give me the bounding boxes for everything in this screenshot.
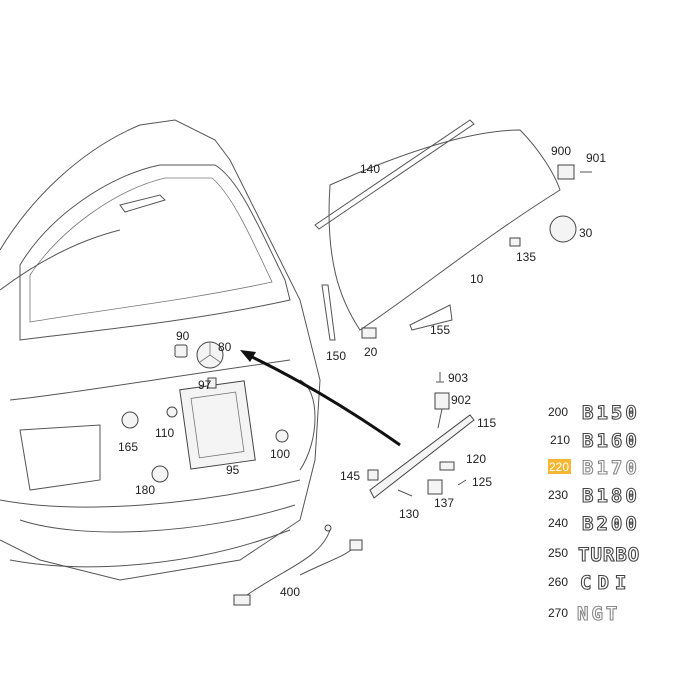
- callout-165: 165: [118, 440, 138, 454]
- callout-95: 95: [226, 463, 240, 477]
- callout-903: 903: [448, 371, 468, 385]
- callout-400: 400: [280, 585, 300, 599]
- callout-115: 115: [477, 416, 496, 430]
- callout-10: 10: [470, 272, 484, 286]
- callout-902: 902: [451, 393, 471, 407]
- callout-97: 97: [198, 378, 212, 392]
- callout-100: 100: [270, 447, 290, 461]
- callout-125: 125: [472, 475, 492, 489]
- callout-80: 80: [218, 340, 232, 354]
- callout-900: 900: [551, 144, 571, 158]
- assembly-arrow: [247, 353, 401, 447]
- rear-window-glass: [314, 119, 592, 341]
- callout-labels: 140 900 901 30 135 10 155 150 20 90 80 9…: [118, 144, 606, 599]
- part-number: 200: [548, 405, 568, 419]
- part-number: 230: [548, 488, 568, 502]
- part-number: 220: [549, 460, 569, 474]
- callout-145: 145: [340, 469, 360, 483]
- emblem-row[interactable]: 250 TURBO: [548, 543, 640, 566]
- emblem-text: B200: [582, 513, 640, 535]
- callout-140: 140: [360, 162, 380, 176]
- callout-901: 901: [586, 151, 606, 165]
- emblem-text: CDI: [580, 572, 632, 594]
- emblem-row-highlighted[interactable]: 220 B170: [548, 456, 640, 480]
- handle-assembly: [367, 372, 475, 499]
- emblem-text: B170: [582, 457, 640, 479]
- emblem-text: B150: [582, 402, 640, 424]
- callout-20: 20: [364, 345, 378, 359]
- emblem-text: B160: [582, 430, 640, 452]
- callout-110: 110: [155, 426, 174, 440]
- emblem-row[interactable]: 200 B150: [548, 401, 640, 424]
- emblem-text: B180: [582, 485, 640, 507]
- callout-137: 137: [434, 496, 454, 510]
- callout-30: 30: [579, 226, 593, 240]
- callout-130: 130: [399, 507, 419, 521]
- highlight-marker: [548, 459, 571, 474]
- part-number: 210: [550, 433, 570, 447]
- part-number: 250: [548, 546, 568, 560]
- callout-150: 150: [326, 349, 346, 363]
- callout-180: 180: [135, 483, 155, 497]
- emblem-row[interactable]: 210 B160: [550, 429, 640, 452]
- part-number: 240: [548, 516, 568, 530]
- emblem-text: TURBO: [578, 544, 640, 566]
- emblem-row[interactable]: 240 B200: [548, 512, 640, 535]
- part-number: 260: [548, 575, 568, 589]
- callout-155: 155: [430, 323, 450, 337]
- wiring-harness: [233, 524, 363, 606]
- emblem-row[interactable]: 260 CDI: [548, 571, 632, 594]
- emblem-row[interactable]: 230 B180: [548, 484, 640, 507]
- emblem-row[interactable]: 270 NGT: [548, 602, 620, 625]
- callout-120: 120: [466, 452, 486, 466]
- callout-90: 90: [176, 329, 190, 343]
- emblem-text: NGT: [577, 603, 620, 625]
- part-number: 270: [548, 606, 568, 620]
- callout-135: 135: [516, 250, 536, 264]
- car-rear-outline: [0, 119, 321, 581]
